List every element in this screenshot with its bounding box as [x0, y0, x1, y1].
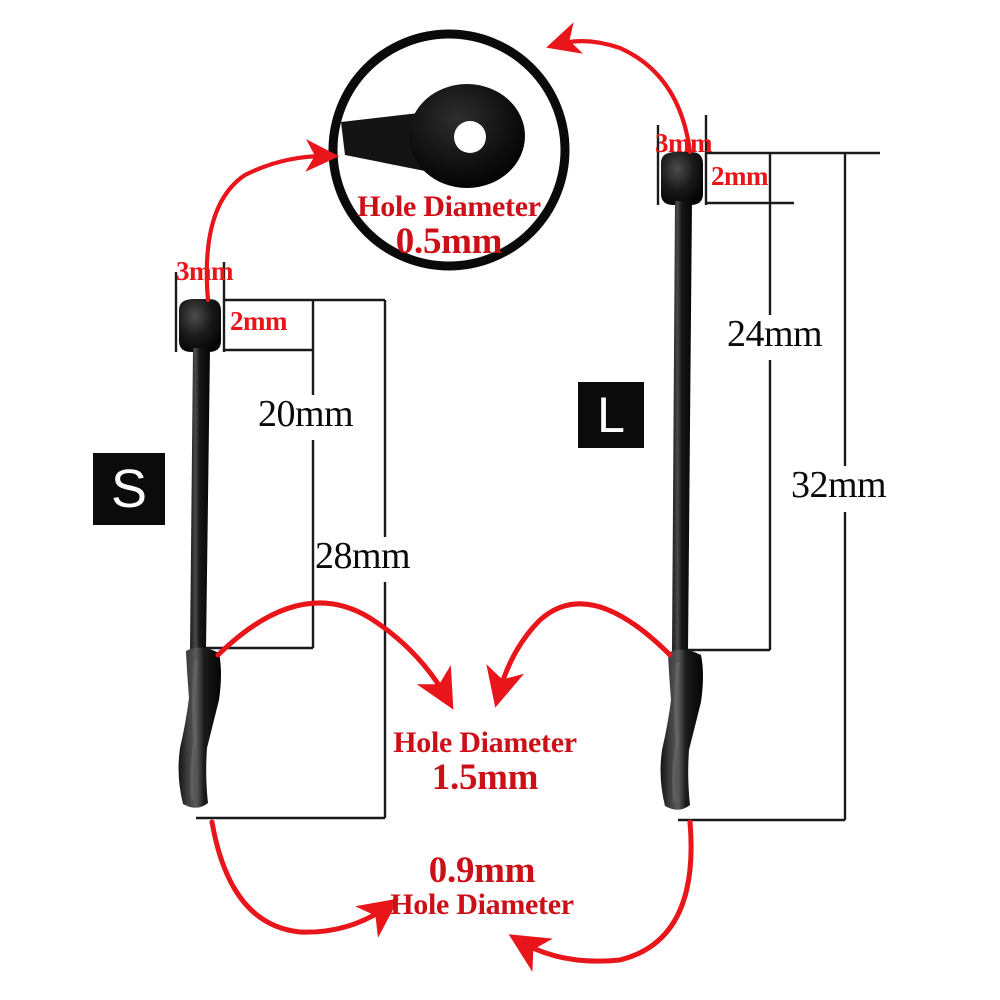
bottom-callout-line1: 0.9mm — [428, 850, 536, 891]
part-s-ear-tip-highlight — [190, 659, 198, 801]
magnifier-circle-icon — [328, 29, 570, 271]
l-inner-length-label: 24mm — [727, 313, 823, 355]
arrow-l-tip-to-middle-note — [486, 601, 673, 708]
l-knob-height-label: 2mm — [711, 161, 768, 191]
bottom-callout-line2: Hole Diameter — [390, 887, 574, 921]
badge-size-s: S — [93, 453, 165, 525]
part-l-ear-tip — [660, 649, 703, 810]
dimension-lines-s — [174, 262, 387, 820]
s-inner-length-label: 20mm — [258, 393, 354, 435]
part-s-ear-tip — [178, 647, 221, 808]
callout-arrows — [204, 22, 694, 972]
l-knob-width-label: 3mm — [655, 128, 712, 158]
arrow-l-tip-to-bottom-note — [508, 819, 694, 972]
magnifier-callout-line2: 0.5mm — [395, 220, 503, 262]
l-outer-length-label: 32mm — [791, 464, 887, 506]
s-knob-width-label: 3mm — [176, 256, 233, 286]
bottom-callout: 0.9mm Hole Diameter — [390, 852, 574, 920]
arrow-s-tip-to-middle-note — [215, 600, 454, 710]
dimension-lines-l — [656, 115, 880, 822]
part-s-stem — [190, 348, 210, 652]
part-l-illustration — [660, 152, 703, 810]
arrow-l-knob-to-magnifier — [546, 22, 693, 155]
part-s-knob — [179, 299, 221, 352]
s-outer-length-label: 28mm — [315, 535, 411, 577]
arrow-s-knob-to-magnifier — [204, 139, 340, 303]
part-s-illustration — [178, 299, 221, 808]
s-knob-height-label: 2mm — [230, 306, 287, 336]
middle-callout-line1: Hole Diameter — [393, 726, 577, 759]
part-l-knob — [661, 152, 703, 205]
middle-callout-line2: 1.5mm — [431, 756, 539, 798]
magnifier-callout: Hole Diameter 0.5mm — [357, 190, 541, 262]
magnifier-callout-line1: Hole Diameter — [357, 190, 541, 223]
magnified-hole — [454, 121, 486, 153]
part-l-ear-tip-highlight — [672, 661, 680, 803]
part-l-stem — [672, 201, 692, 654]
middle-callout: Hole Diameter 1.5mm — [393, 726, 577, 798]
badge-size-l: L — [578, 382, 644, 448]
arrow-s-tip-to-bottom-note — [209, 819, 399, 938]
